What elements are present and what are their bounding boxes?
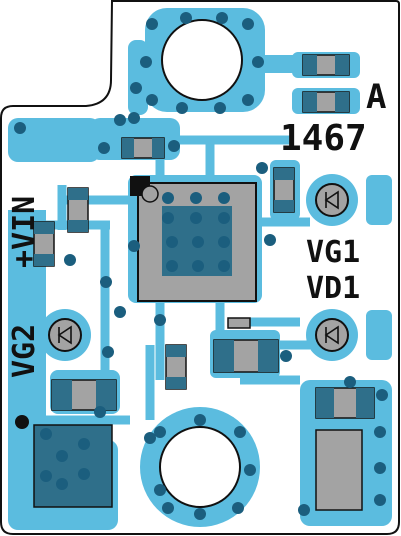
vd1-label: VD1 bbox=[306, 271, 360, 306]
vg2-label: VG2 bbox=[7, 324, 42, 378]
top-mounting-hole bbox=[161, 19, 243, 101]
test-points bbox=[15, 183, 349, 429]
vin-label: +VIN bbox=[7, 196, 42, 268]
bottom-mounting-hole bbox=[159, 426, 241, 508]
smd-components bbox=[33, 54, 375, 511]
revision-label: A bbox=[366, 77, 386, 117]
vg1-label: VG1 bbox=[306, 235, 360, 270]
part-number-label: 1467 bbox=[280, 118, 367, 159]
vias bbox=[14, 12, 388, 520]
